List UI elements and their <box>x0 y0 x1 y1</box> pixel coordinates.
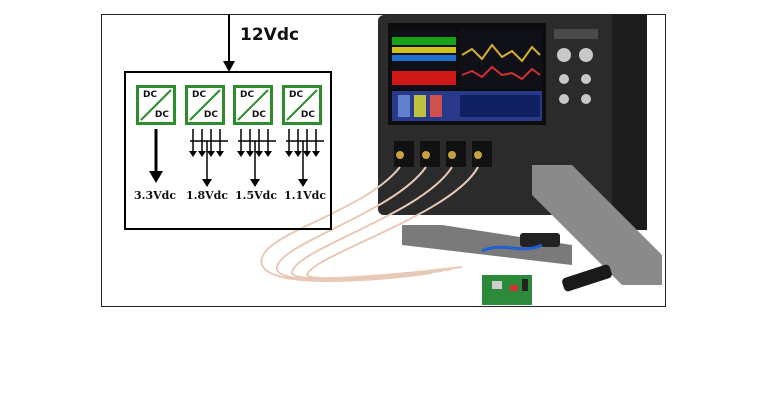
output-label-2: 1.8Vdc <box>186 189 229 202</box>
converter-output-label: DC <box>251 110 266 120</box>
output-arrow-1 <box>149 129 163 183</box>
probe-connectors <box>394 141 492 167</box>
scope-controls <box>554 29 598 104</box>
output-arrows-2 <box>189 129 228 187</box>
converter-input-label: DC <box>289 90 304 100</box>
current-probe <box>481 233 612 292</box>
converter-output-label: DC <box>154 110 169 120</box>
oscilloscope-photo <box>260 15 662 305</box>
output-arrows-4 <box>285 129 324 187</box>
converter-input-label: DC <box>192 90 207 100</box>
figure-frame: 12Vdc <box>101 14 666 307</box>
output-arrows-3 <box>237 129 276 187</box>
circuit-board <box>482 275 532 305</box>
dc-dc-converter-4: DC DC <box>282 85 322 125</box>
output-label-4: 1.1Vdc <box>284 189 327 202</box>
block-diagram <box>124 15 332 230</box>
converter-output-label: DC <box>203 110 218 120</box>
scope-screen <box>392 29 542 121</box>
dc-dc-converter-1: DC DC <box>136 85 176 125</box>
dc-dc-converter-3: DC DC <box>233 85 273 125</box>
probe-cables <box>260 166 479 282</box>
converter-input-label: DC <box>143 90 158 100</box>
converter-input-label: DC <box>240 90 255 100</box>
ribbon-cable <box>402 165 662 285</box>
converter-output-label: DC <box>300 110 315 120</box>
input-arrowhead <box>223 61 235 72</box>
input-voltage-label: 12Vdc <box>240 25 300 45</box>
output-label-1: 3.3Vdc <box>134 189 177 202</box>
power-tree-box <box>124 71 332 230</box>
output-label-3: 1.5Vdc <box>235 189 278 202</box>
dc-dc-converter-2: DC DC <box>185 85 225 125</box>
